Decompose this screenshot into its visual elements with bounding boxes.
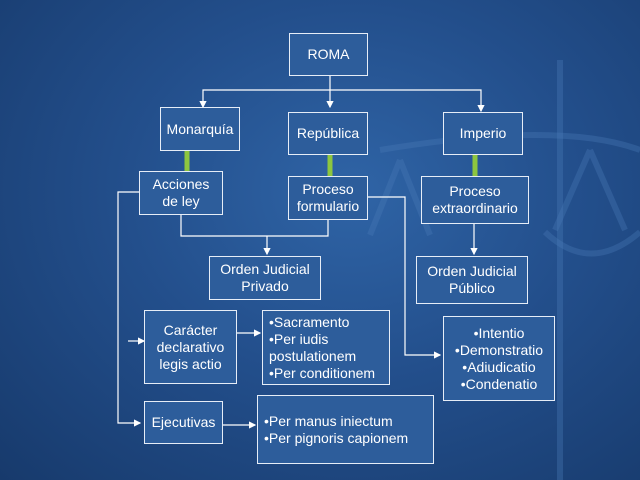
node-orden-publico-label: Orden Judicial Público [427, 263, 517, 296]
node-orden-privado-label: Orden Judicial Privado [220, 261, 310, 294]
node-republica-label: República [296, 125, 360, 141]
list-item: •Sacramento [269, 313, 350, 330]
node-monarquia-label: Monarquía [166, 120, 234, 137]
connector-to-formula-partes [368, 196, 442, 359]
node-monarquia: Monarquía [160, 107, 240, 151]
node-declarativo-label: Carácter declarativo legis actio [156, 321, 225, 372]
list-ejecutivas-items: •Per manus iniectum •Per pignoris capion… [257, 395, 434, 464]
node-imperio-label: Imperio [459, 125, 507, 141]
node-ejecutivas-label: Ejecutivas [151, 414, 216, 430]
list-item: •Condenatio [460, 375, 538, 392]
node-orden-privado: Orden Judicial Privado [209, 256, 321, 300]
connector-privado-bracket [180, 215, 329, 237]
node-roma: ROMA [289, 33, 368, 76]
node-republica: República [288, 112, 368, 155]
list-formula-partes: •Intentio •Demonstratio •Adiudicatio •Co… [443, 316, 555, 401]
node-proceso-formulario: Proceso formulario [288, 176, 368, 220]
node-acciones-de-ley-label: Acciones de ley [152, 176, 210, 209]
connector-roma-imperio [330, 89, 485, 113]
node-orden-publico: Orden Judicial Público [416, 256, 528, 304]
list-item: •Demonstratio [454, 341, 544, 358]
node-proceso-extraordinario-label: Proceso extraordinario [432, 183, 518, 216]
list-item: •Per conditionem [269, 364, 376, 381]
list-declarativas: •Sacramento •Per iudis postulationem •Pe… [262, 310, 390, 385]
list-item: •Per pignoris capionem [264, 429, 409, 446]
node-roma-label: ROMA [307, 46, 350, 62]
connector-to-ejecutivas [117, 191, 142, 427]
node-acciones-de-ley: Acciones de ley [139, 171, 223, 215]
list-item: •Per manus iniectum [264, 412, 393, 429]
node-proceso-extraordinario: Proceso extraordinario [421, 176, 529, 224]
node-declarativo: Carácter declarativo legis actio [144, 310, 237, 384]
list-item: •Per iudis postulationem [269, 330, 357, 364]
node-proceso-formulario-label: Proceso formulario [296, 181, 360, 214]
list-item: •Intentio [473, 324, 525, 341]
node-ejecutivas: Ejecutivas [144, 401, 223, 444]
list-item: •Adiudicatio [462, 358, 536, 375]
connector-roma-monarquia [199, 89, 330, 109]
node-imperio: Imperio [443, 112, 523, 155]
